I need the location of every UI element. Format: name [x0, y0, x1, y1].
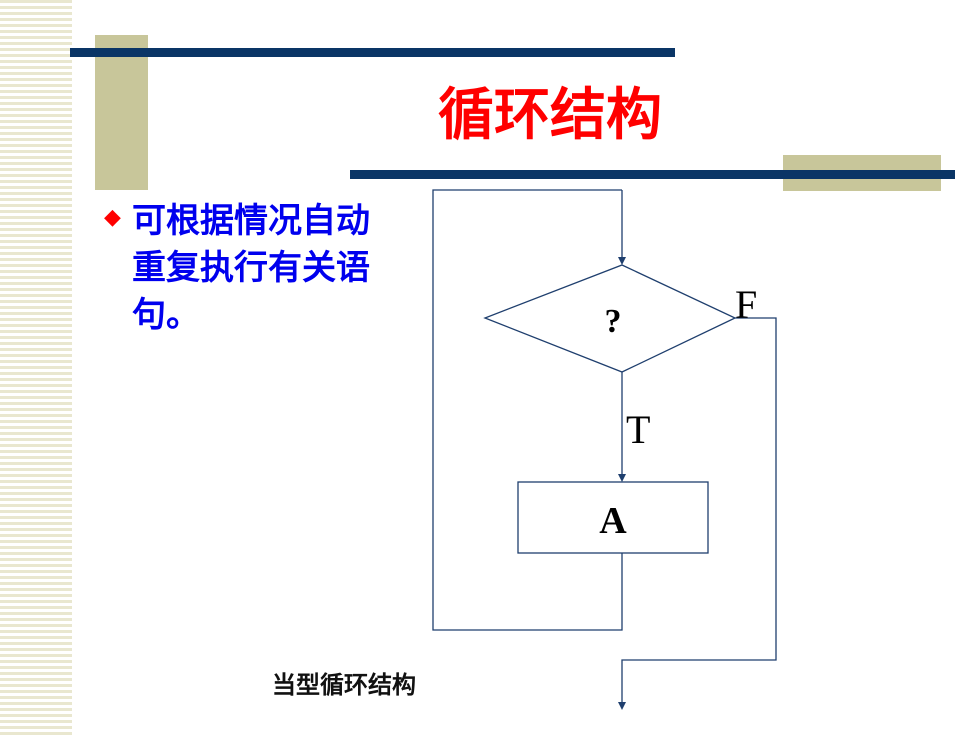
- top-bar: [70, 48, 675, 57]
- decision-label: ?: [605, 303, 622, 340]
- decorative-stripes: [0, 0, 72, 735]
- loop-back-line: [432, 189, 623, 631]
- false-label: F: [735, 282, 757, 327]
- true-label: T: [626, 407, 650, 452]
- process-label: A: [599, 500, 627, 542]
- entry-arrowhead: [618, 257, 626, 265]
- accent-block-left: [95, 35, 148, 190]
- process-box: [517, 481, 709, 554]
- bottom-bar: [350, 170, 955, 179]
- bullet-text: 可根据情况自动重复执行有关语句。: [132, 201, 370, 335]
- exit-arrowhead: [618, 702, 626, 710]
- false-branch-line: [621, 317, 777, 703]
- diagram-caption: 当型循环结构: [272, 671, 416, 699]
- slide-title: 循环结构: [438, 83, 662, 148]
- diamond-bullet-icon: ◆: [104, 205, 121, 230]
- true-arrowhead: [618, 474, 626, 482]
